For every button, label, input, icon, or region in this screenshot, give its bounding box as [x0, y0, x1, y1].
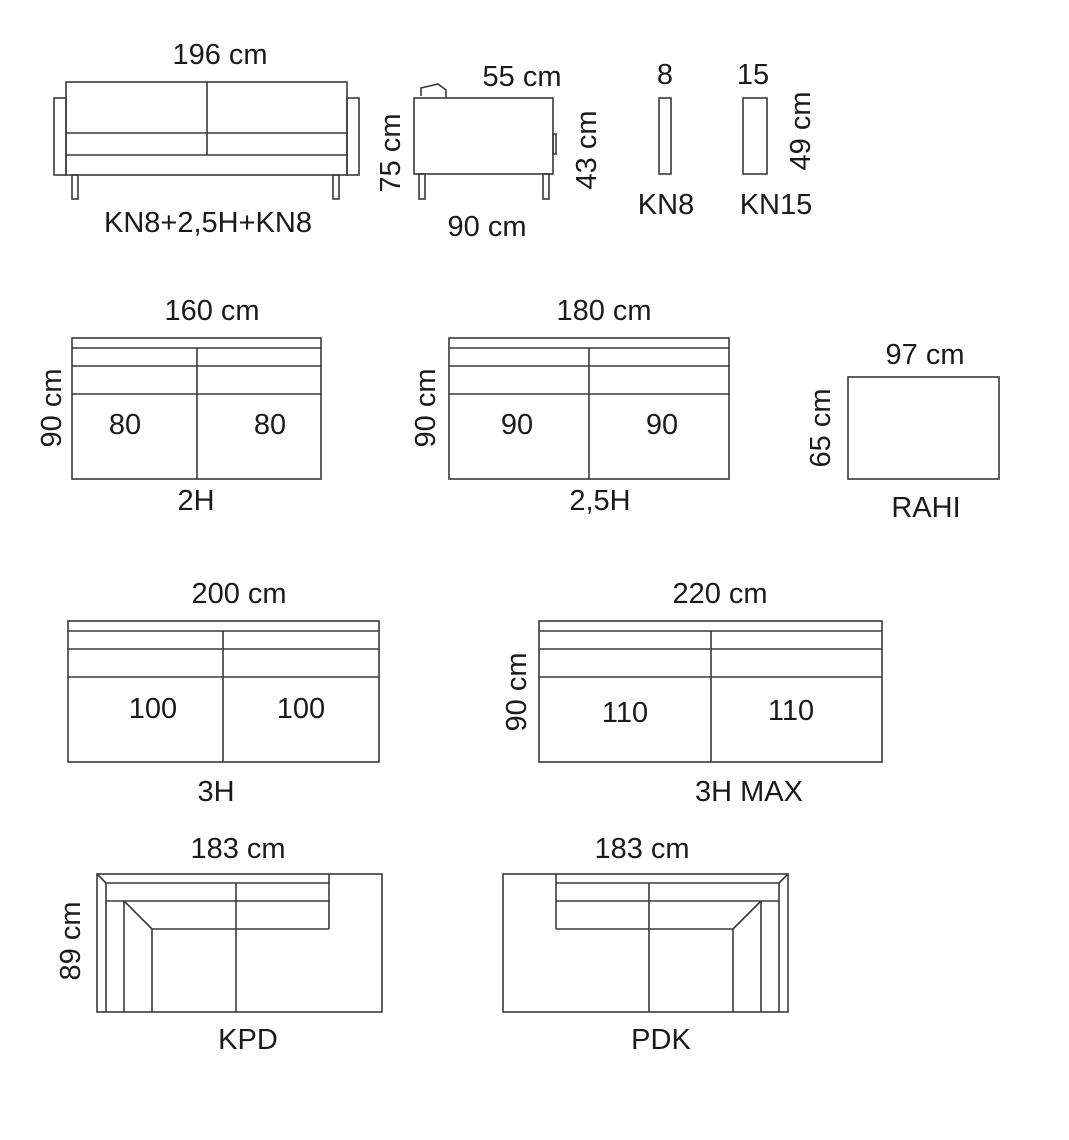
- module-3h-max-seat-right-label: 110: [768, 695, 814, 727]
- module-2h-seat-left-label: 80: [109, 409, 141, 441]
- sofa-side-view: [413, 83, 557, 200]
- module-kpd: [96, 873, 383, 1013]
- module-pdk-width-label: 183 cm: [594, 833, 689, 865]
- module-2h-width-label: 160 cm: [164, 295, 259, 327]
- side-seat-height-label: 43 cm: [571, 111, 603, 190]
- module-2-5h-name-label: 2,5H: [569, 485, 630, 517]
- module-rahi-name-label: RAHI: [891, 492, 960, 524]
- module-2-5h: [448, 337, 730, 480]
- module-3h-seat-left-label: 100: [129, 693, 177, 725]
- armrest-kn8: [658, 97, 672, 175]
- module-3h-max: [538, 620, 883, 763]
- module-2-5h-width-label: 180 cm: [556, 295, 651, 327]
- module-2h-seat-right-label: 80: [254, 409, 286, 441]
- module-pdk-name-label: PDK: [631, 1024, 691, 1056]
- module-3h: [67, 620, 380, 763]
- armrest-kn15: [742, 97, 768, 175]
- module-3h-max-name-label: 3H MAX: [695, 776, 803, 808]
- module-3h-max-width-label: 220 cm: [672, 578, 767, 610]
- module-2-5h-seat-left-label: 90: [501, 409, 533, 441]
- module-3h-seat-right-label: 100: [277, 693, 325, 725]
- module-rahi-width-label: 97 cm: [886, 339, 965, 371]
- module-3h-name-label: 3H: [197, 776, 234, 808]
- module-3h-width-label: 200 cm: [191, 578, 286, 610]
- module-2-5h-seat-right-label: 90: [646, 409, 678, 441]
- module-pdk: [502, 873, 789, 1013]
- armrest-height-label: 49 cm: [785, 92, 817, 171]
- module-kpd-name-label: KPD: [218, 1024, 278, 1056]
- armrest-kn8-width-label: 8: [657, 59, 673, 91]
- module-3h-max-seat-left-label: 110: [602, 697, 648, 729]
- module-rahi-depth-label: 65 cm: [805, 389, 837, 468]
- armrest-kn15-name-label: KN15: [740, 189, 813, 221]
- module-3h-max-depth-label: 90 cm: [501, 653, 533, 732]
- side-top-depth-label: 55 cm: [483, 61, 562, 93]
- module-kpd-width-label: 183 cm: [190, 833, 285, 865]
- module-2h-name-label: 2H: [177, 485, 214, 517]
- sofa-front-name-label: KN8+2,5H+KN8: [104, 207, 312, 239]
- side-height-label: 75 cm: [375, 114, 407, 193]
- armrest-kn8-name-label: KN8: [638, 189, 694, 221]
- armrest-kn15-width-label: 15: [737, 59, 769, 91]
- module-rahi: [847, 376, 1000, 480]
- module-kpd-depth-label: 89 cm: [55, 902, 87, 981]
- module-2h: [71, 337, 322, 480]
- sofa-front-width-label: 196 cm: [172, 39, 267, 71]
- sofa-front-view: [53, 81, 360, 200]
- side-depth-label: 90 cm: [448, 211, 527, 243]
- module-2h-depth-label: 90 cm: [36, 369, 68, 448]
- module-2-5h-depth-label: 90 cm: [410, 369, 442, 448]
